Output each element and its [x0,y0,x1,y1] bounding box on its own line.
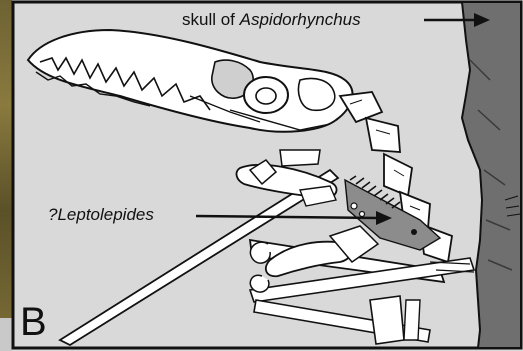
pterosaur-skull [28,30,352,132]
skull-label: skull of Aspidorhynchus [182,10,361,30]
aspidorhynchus-skull [462,2,521,348]
panel-letter: B [20,302,47,342]
skull-label-prefix: skull of [182,10,240,29]
skull-label-taxon: Aspidorhynchus [240,10,361,29]
leptolepides-label: ?Leptolepides [48,205,154,225]
